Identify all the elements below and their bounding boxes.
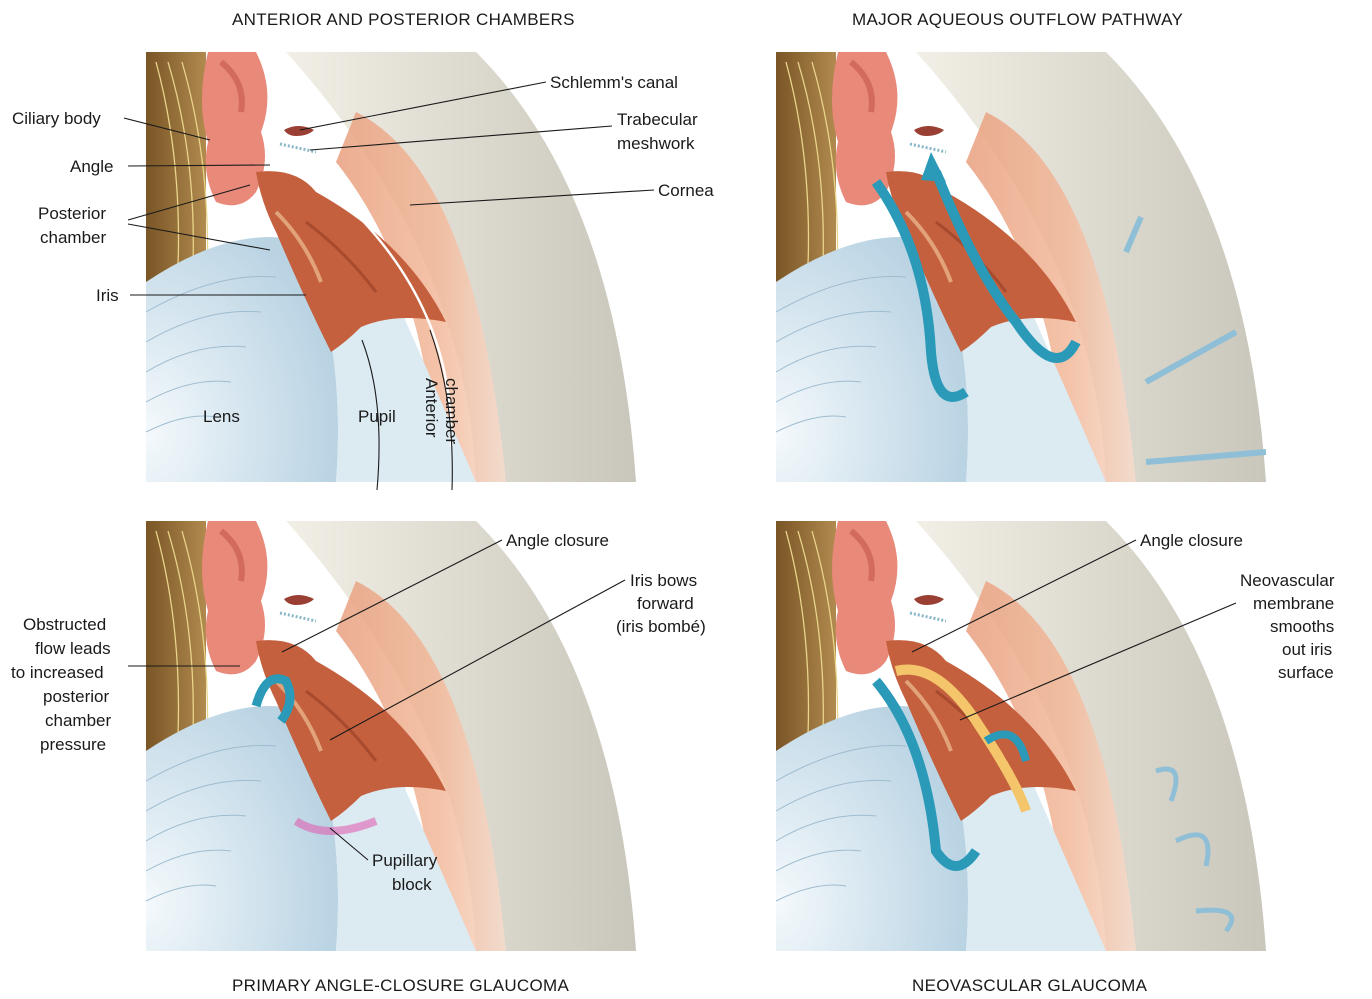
- label-obstructed-2: flow leads: [35, 639, 111, 658]
- label-iris: Iris: [96, 286, 119, 305]
- label-cornea: Cornea: [658, 181, 714, 200]
- label-schlemms-canal: Schlemm's canal: [550, 73, 678, 92]
- label-angle: Angle: [70, 157, 113, 176]
- label-iris-bows-1: Iris bows: [630, 571, 697, 590]
- label-trabecular-2: meshwork: [617, 134, 695, 153]
- label-pupil: Pupil: [358, 407, 396, 426]
- label-lens: Lens: [203, 407, 240, 426]
- label-obstructed-4: posterior: [43, 687, 109, 706]
- panel-neovascular: [776, 521, 1276, 951]
- label-obstructed-1: Obstructed: [23, 615, 106, 634]
- label-pupillary-2: block: [392, 875, 432, 894]
- label-trabecular-1: Trabecular: [617, 110, 698, 129]
- label-iris-bows-3: (iris bombé): [616, 617, 706, 636]
- label-neo-3: smooths: [1270, 617, 1334, 636]
- label-neo-5: surface: [1278, 663, 1334, 682]
- label-angle-closure-primary: Angle closure: [506, 531, 609, 550]
- panel-outflow-pathway: [776, 52, 1276, 482]
- label-iris-bows-2: forward: [637, 594, 694, 613]
- label-posterior-chamber-2: chamber: [40, 228, 106, 247]
- label-obstructed-6: pressure: [40, 735, 106, 754]
- label-anterior-chamber-1: Anterior: [422, 378, 441, 438]
- label-obstructed-3: to increased: [11, 663, 104, 682]
- label-ciliary-body: Ciliary body: [12, 109, 101, 128]
- label-posterior-chamber-1: Posterior: [38, 204, 106, 223]
- label-neo-2: membrane: [1253, 594, 1334, 613]
- label-obstructed-5: chamber: [45, 711, 111, 730]
- label-neo-1: Neovascular: [1240, 571, 1335, 590]
- label-neo-4: out iris: [1282, 640, 1332, 659]
- label-angle-closure-neovascular: Angle closure: [1140, 531, 1243, 550]
- label-pupillary-1: Pupillary: [372, 851, 438, 870]
